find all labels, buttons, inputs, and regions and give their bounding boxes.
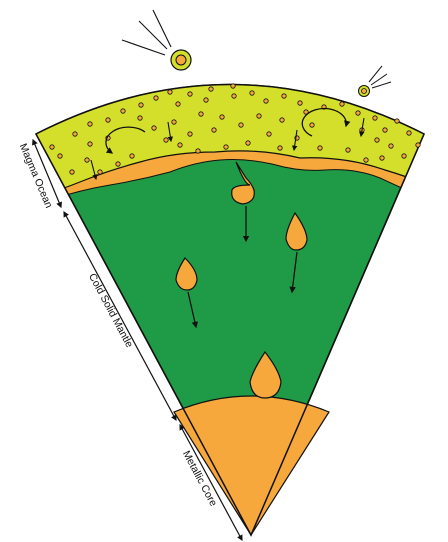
- impactor-icon: [122, 10, 191, 70]
- impactor-icon: [359, 66, 392, 97]
